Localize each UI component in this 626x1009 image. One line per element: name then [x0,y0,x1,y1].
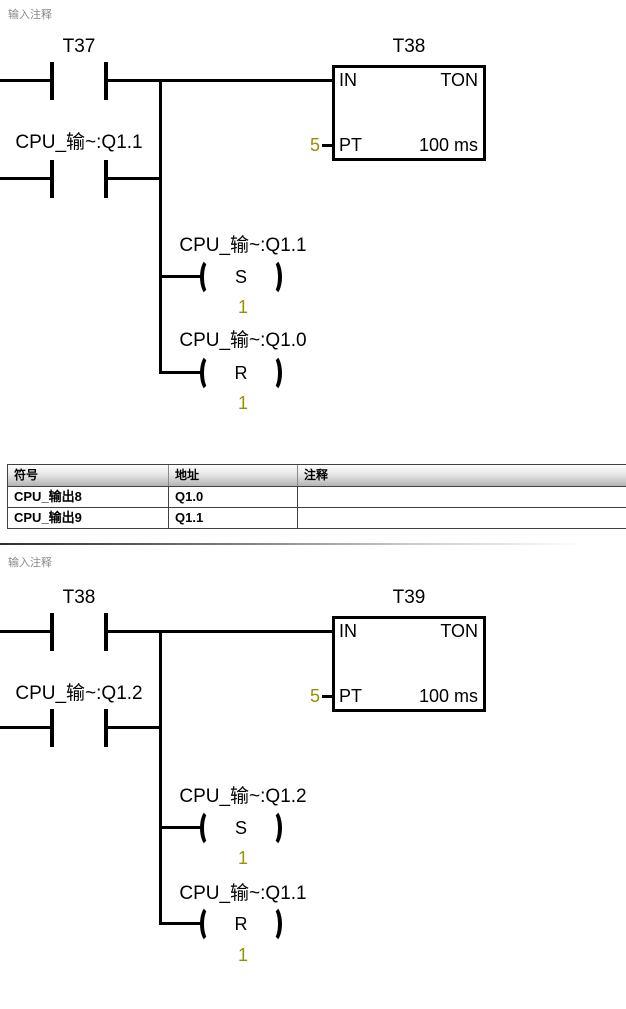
wire-coil-stub [161,371,201,374]
contact-bar [104,62,108,100]
contact-bar [104,160,108,198]
symbol-table-row[interactable]: CPU_输出9 Q1.1 [8,508,626,528]
contact-bar [104,613,108,651]
wire [0,630,52,633]
network1-contact1-label[interactable]: T37 [62,36,96,57]
address-cell[interactable]: Q1.0 [169,487,298,507]
contact-bar [50,160,54,198]
network1-set-coil-label[interactable]: CPU_输~:Q1.1 [179,235,307,256]
network-separator [0,543,585,545]
network1-contact-t37[interactable] [44,58,112,104]
symbol-cell[interactable]: CPU_输出9 [8,508,169,528]
address-cell[interactable]: Q1.1 [169,508,298,528]
contact-bar [50,62,54,100]
timer-pt-pin-label: PT [339,686,363,706]
wire [108,79,332,82]
set-coil-letter: S [234,267,247,287]
network1-set-coil[interactable]: S [198,256,284,298]
network1-timer-name[interactable]: T38 [392,36,426,57]
wire-branch [159,630,162,925]
coil-paren-right-icon [264,354,282,392]
reset-coil-letter: R [234,363,248,383]
network1-ton-timer-box[interactable]: IN TON PT 100 ms [332,65,486,161]
wire-coil-stub [161,275,201,278]
symbol-table: 符号 地址 注释 CPU_输出8 Q1.0 CPU_输出9 Q1.1 [7,464,626,529]
wire-pt-stub [322,695,332,698]
symbol-table-header-symbol[interactable]: 符号 [8,465,169,486]
timer-time-base: 100 ms [418,686,478,706]
contact-bar [104,709,108,747]
set-coil-letter: S [234,818,247,838]
wire-coil-stub [161,826,201,829]
network1-set-coil-count[interactable]: 1 [237,297,248,317]
timer-time-base: 100 ms [418,135,478,155]
coil-paren-left-icon [200,258,218,296]
timer-in-pin-label: IN [339,70,357,90]
network2-pt-value[interactable]: 5 [309,686,320,706]
network2-contact1-label[interactable]: T38 [62,587,96,608]
wire [108,177,161,180]
symbol-table-header-row: 符号 地址 注释 [8,465,626,487]
wire-coil-stub [161,922,201,925]
symbol-table-header-comment[interactable]: 注释 [298,465,626,486]
coil-paren-right-icon [264,809,282,847]
network2-timer-name[interactable]: T39 [392,587,426,608]
network1-pt-value[interactable]: 5 [309,135,320,155]
timer-type-label: TON [440,621,478,641]
contact-bar [50,709,54,747]
timer-in-pin-label: IN [339,621,357,641]
wire-pt-stub [322,144,332,147]
network2-reset-coil-label[interactable]: CPU_输~:Q1.1 [179,883,307,904]
comment-cell[interactable] [298,508,626,528]
wire [108,726,161,729]
network2-ton-timer-box[interactable]: IN TON PT 100 ms [332,616,486,712]
coil-paren-left-icon [200,354,218,392]
network2-comment[interactable]: 输入注释 [8,557,52,569]
timer-type-label: TON [440,70,478,90]
network1-reset-coil-count[interactable]: 1 [237,393,248,413]
contact-bar [50,613,54,651]
coil-paren-left-icon [200,809,218,847]
network2-reset-coil-count[interactable]: 1 [237,945,248,965]
coil-paren-right-icon [264,905,282,943]
comment-cell[interactable] [298,487,626,507]
coil-paren-left-icon [200,905,218,943]
network2-contact-q12[interactable] [44,705,112,751]
symbol-table-row[interactable]: CPU_输出8 Q1.0 [8,487,626,508]
reset-coil-letter: R [234,914,248,934]
timer-pt-pin-label: PT [339,135,363,155]
network2-set-coil[interactable]: S [198,807,284,849]
wire [108,630,332,633]
symbol-table-header-address[interactable]: 地址 [169,465,298,486]
network2-reset-coil[interactable]: R [198,903,284,945]
network2-contact-t38[interactable] [44,609,112,655]
network1-comment[interactable]: 输入注释 [8,9,52,21]
network1-contact-q11[interactable] [44,156,112,202]
symbol-cell[interactable]: CPU_输出8 [8,487,169,507]
wire [0,177,52,180]
network2-contact2-label[interactable]: CPU_输~:Q1.2 [15,683,143,704]
network1-contact2-label[interactable]: CPU_输~:Q1.1 [15,132,143,153]
wire [0,726,52,729]
network2-set-coil-label[interactable]: CPU_输~:Q1.2 [179,786,307,807]
network2-set-coil-count[interactable]: 1 [237,848,248,868]
wire [0,79,52,82]
network1-reset-coil-label[interactable]: CPU_输~:Q1.0 [179,330,307,351]
network1-reset-coil[interactable]: R [198,352,284,394]
wire-branch [159,79,162,374]
coil-paren-right-icon [264,258,282,296]
